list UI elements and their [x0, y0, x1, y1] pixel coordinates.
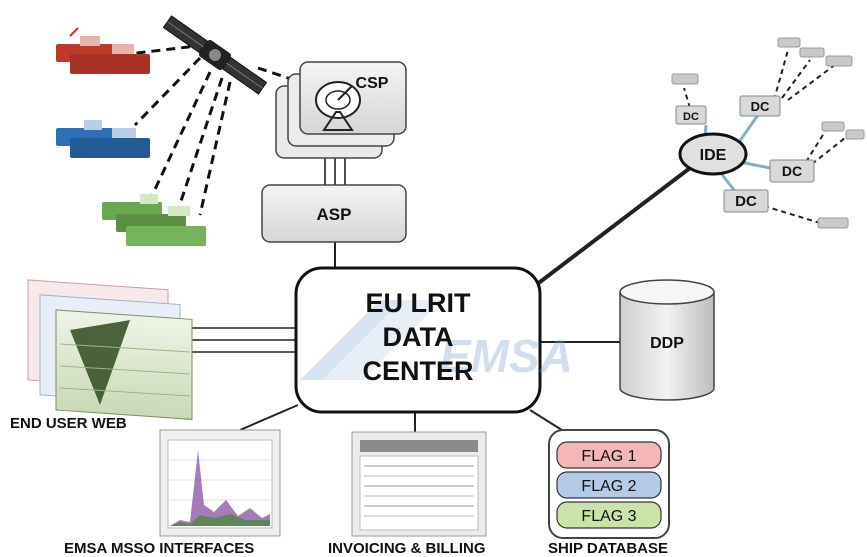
- dc-label: DC: [735, 193, 757, 210]
- flag-2-layer: FLAG 2: [556, 471, 662, 499]
- invoicing-caption: INVOICING & BILLING: [328, 540, 486, 557]
- satellite-beams: [119, 43, 301, 216]
- csp-stack: CSP: [275, 61, 407, 159]
- dc-node-3: DC: [769, 159, 815, 183]
- center-title-line2: DATA: [383, 322, 454, 352]
- flag-1-layer: FLAG 1: [556, 441, 662, 469]
- invoicing-screen: [351, 431, 487, 537]
- emsa-watermark-text: EMSA: [440, 330, 573, 382]
- end-user-web-caption: END USER WEB: [10, 415, 127, 432]
- green-ships-image: [102, 194, 206, 246]
- flag-1-label: FLAG 1: [581, 448, 636, 465]
- dc-node-4: DC: [723, 189, 769, 213]
- connection-lines: [192, 145, 692, 433]
- center-title-line1: EU LRIT: [366, 288, 472, 318]
- satellite-dish-icon: [315, 81, 361, 131]
- satellite-icon: [162, 15, 268, 95]
- csp-label: CSP: [356, 75, 389, 92]
- emsa-msso-caption: EMSA MSSO INTERFACES: [64, 540, 254, 557]
- emsa-msso-screen: [159, 429, 281, 537]
- ddp-database: DDP: [619, 279, 715, 401]
- asp-node: ASP: [261, 184, 407, 243]
- asp-label: ASP: [317, 205, 352, 224]
- eu-lrit-data-center: EMSA EU LRIT DATA CENTER: [294, 266, 573, 414]
- flag-2-label: FLAG 2: [581, 478, 636, 495]
- flag-3-label: FLAG 3: [581, 508, 636, 525]
- center-title-line3: CENTER: [362, 356, 473, 386]
- ddp-label: DDP: [650, 335, 684, 352]
- end-user-web-screens: [27, 279, 193, 420]
- ide-label: IDE: [700, 147, 727, 164]
- dc-node-1: DC: [675, 105, 707, 125]
- distant-ships: [671, 37, 865, 229]
- blue-ships-image: [56, 120, 150, 158]
- ship-database: FLAG 1 FLAG 2 FLAG 3: [548, 429, 670, 539]
- flag-3-layer: FLAG 3: [556, 501, 662, 529]
- ide-node: IDE: [678, 132, 748, 176]
- dc-label: DC: [683, 111, 699, 123]
- dc-node-2: DC: [739, 95, 781, 117]
- ship-database-caption: SHIP DATABASE: [548, 540, 668, 557]
- dc-label: DC: [751, 99, 770, 114]
- dc-label: DC: [782, 163, 802, 179]
- emsa-watermark: EMSA: [300, 300, 573, 382]
- red-ships-image: [56, 27, 150, 74]
